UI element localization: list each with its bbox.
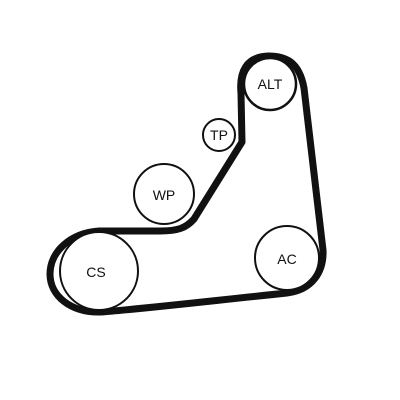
wp-label: WP (153, 187, 176, 203)
tp-pulley: TP (202, 118, 236, 152)
tp-label: TP (210, 127, 228, 143)
wp-pulley: WP (133, 163, 195, 225)
cs-label: CS (86, 264, 105, 280)
alt-pulley: ALT (242, 56, 298, 112)
cs-pulley: CS (59, 231, 139, 311)
alt-label: ALT (258, 76, 283, 92)
ac-pulley: AC (254, 225, 320, 291)
ac-label: AC (277, 251, 296, 267)
belt (46, 52, 327, 316)
